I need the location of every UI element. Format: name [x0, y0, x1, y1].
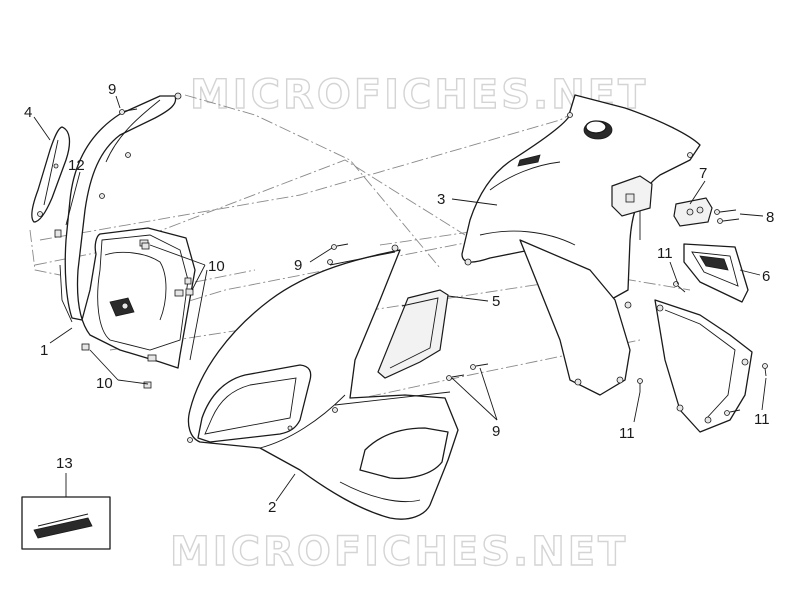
callout-12: 12 — [68, 157, 85, 174]
part-10-clips — [81, 242, 194, 389]
callout-11-bottom: 11 — [619, 425, 635, 442]
leader-lines — [33, 95, 767, 502]
part-13-label-box — [21, 496, 111, 550]
callout-1: 1 — [40, 342, 48, 359]
part-4-trim — [31, 126, 71, 223]
part-9-screws — [119, 108, 489, 381]
callout-13: 13 — [56, 455, 73, 472]
callout-10-lower: 10 — [96, 375, 113, 392]
part-1-inner-panel — [59, 92, 196, 369]
callout-9-middle: 9 — [294, 257, 302, 274]
callout-11-right: 11 — [754, 411, 770, 428]
callout-6: 6 — [762, 268, 770, 285]
callout-11-upper: 11 — [657, 245, 673, 262]
part-3-front-shield — [461, 94, 701, 396]
callout-8: 8 — [766, 209, 774, 226]
part-6-cover — [683, 243, 749, 303]
callout-10-upper: 10 — [208, 258, 225, 275]
part-12-grommet — [54, 229, 62, 238]
callout-3: 3 — [437, 191, 445, 208]
lower-right-panel — [654, 299, 753, 433]
callout-2: 2 — [268, 499, 276, 516]
part-7-box — [611, 175, 713, 227]
part-2-front-fairing — [187, 244, 459, 520]
callout-9-top: 9 — [108, 81, 116, 98]
watermark-bottom: MICROFICHES.NET — [170, 529, 628, 575]
callout-5: 5 — [492, 293, 500, 310]
callout-4: 4 — [24, 104, 32, 121]
part-5-vent — [377, 289, 449, 379]
part-8-screws — [714, 209, 740, 224]
callouts: 4 12 1 9 10 10 9 3 5 2 9 7 8 6 11 11 11 … — [24, 81, 774, 516]
callout-9-bottom: 9 — [492, 423, 500, 440]
callout-7: 7 — [699, 165, 707, 182]
